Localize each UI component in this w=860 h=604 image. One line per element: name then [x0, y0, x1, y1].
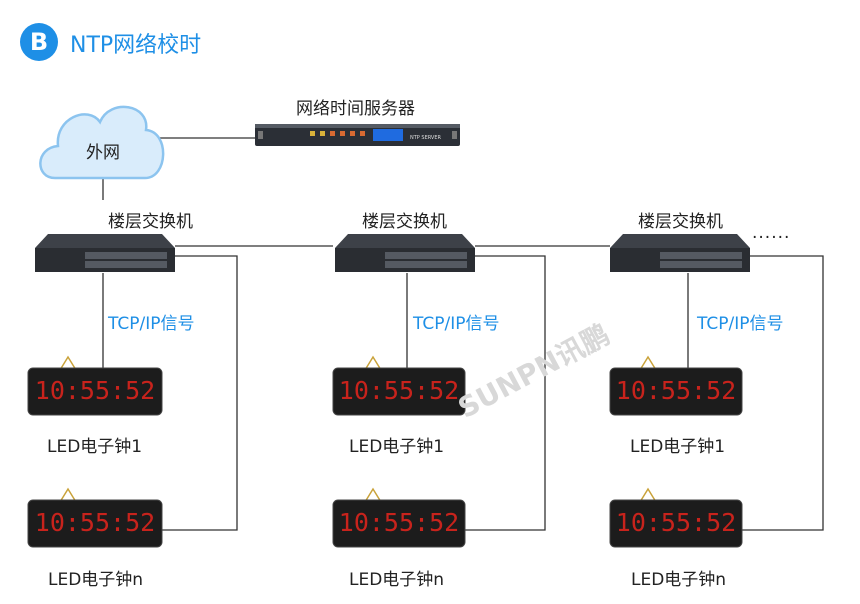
- signal-label-3: TCP/IP信号: [697, 314, 784, 334]
- svg-text:10:55:52: 10:55:52: [339, 508, 459, 537]
- switch-label-3: 楼层交换机: [638, 212, 723, 232]
- server-label: 网络时间服务器: [296, 99, 415, 119]
- clock-label-3-1: LED电子钟1: [630, 437, 726, 457]
- svg-text:10:55:52: 10:55:52: [616, 508, 736, 537]
- clock-label-1-1: LED电子钟1: [47, 437, 143, 457]
- page-title: NTP网络校时: [70, 33, 202, 58]
- switch-label-2: 楼层交换机: [362, 212, 447, 232]
- clock-label-3-n: LED电子钟n: [631, 570, 727, 590]
- switch-icon-2: [335, 234, 475, 272]
- cloud-label: 外网: [86, 143, 120, 163]
- led-clock-2-1: 10:55:52: [332, 367, 466, 416]
- svg-text:10:55:52: 10:55:52: [35, 508, 155, 537]
- clock-label-2-1: LED电子钟1: [349, 437, 445, 457]
- section-badge: B: [20, 23, 58, 61]
- switch-icon-3: [610, 234, 750, 272]
- cloud-icon: [39, 105, 165, 180]
- signal-label-2: TCP/IP信号: [413, 314, 500, 334]
- svg-text:10:55:52: 10:55:52: [339, 376, 459, 405]
- svg-text:10:55:52: 10:55:52: [35, 376, 155, 405]
- server-panel-text: NTP SERVER: [410, 135, 442, 141]
- svg-text:10:55:52: 10:55:52: [616, 376, 736, 405]
- led-clock-2-n: 10:55:52: [332, 499, 466, 548]
- ntp-server-icon: NTP SERVER: [255, 124, 460, 146]
- connection-lines: [102, 137, 824, 531]
- switch-label-1: 楼层交换机: [108, 212, 193, 232]
- clock-label-1-n: LED电子钟n: [48, 570, 144, 590]
- led-clock-3-1: 10:55:52: [609, 367, 743, 416]
- switch-icon-1: [35, 234, 175, 272]
- led-clock-1-1: 10:55:52: [27, 367, 163, 416]
- led-clock-3-n: 10:55:52: [609, 499, 743, 548]
- more-indicator: ······: [752, 228, 791, 248]
- clock-label-2-n: LED电子钟n: [349, 570, 445, 590]
- signal-label-1: TCP/IP信号: [108, 314, 195, 334]
- led-clock-1-n: 10:55:52: [27, 499, 163, 548]
